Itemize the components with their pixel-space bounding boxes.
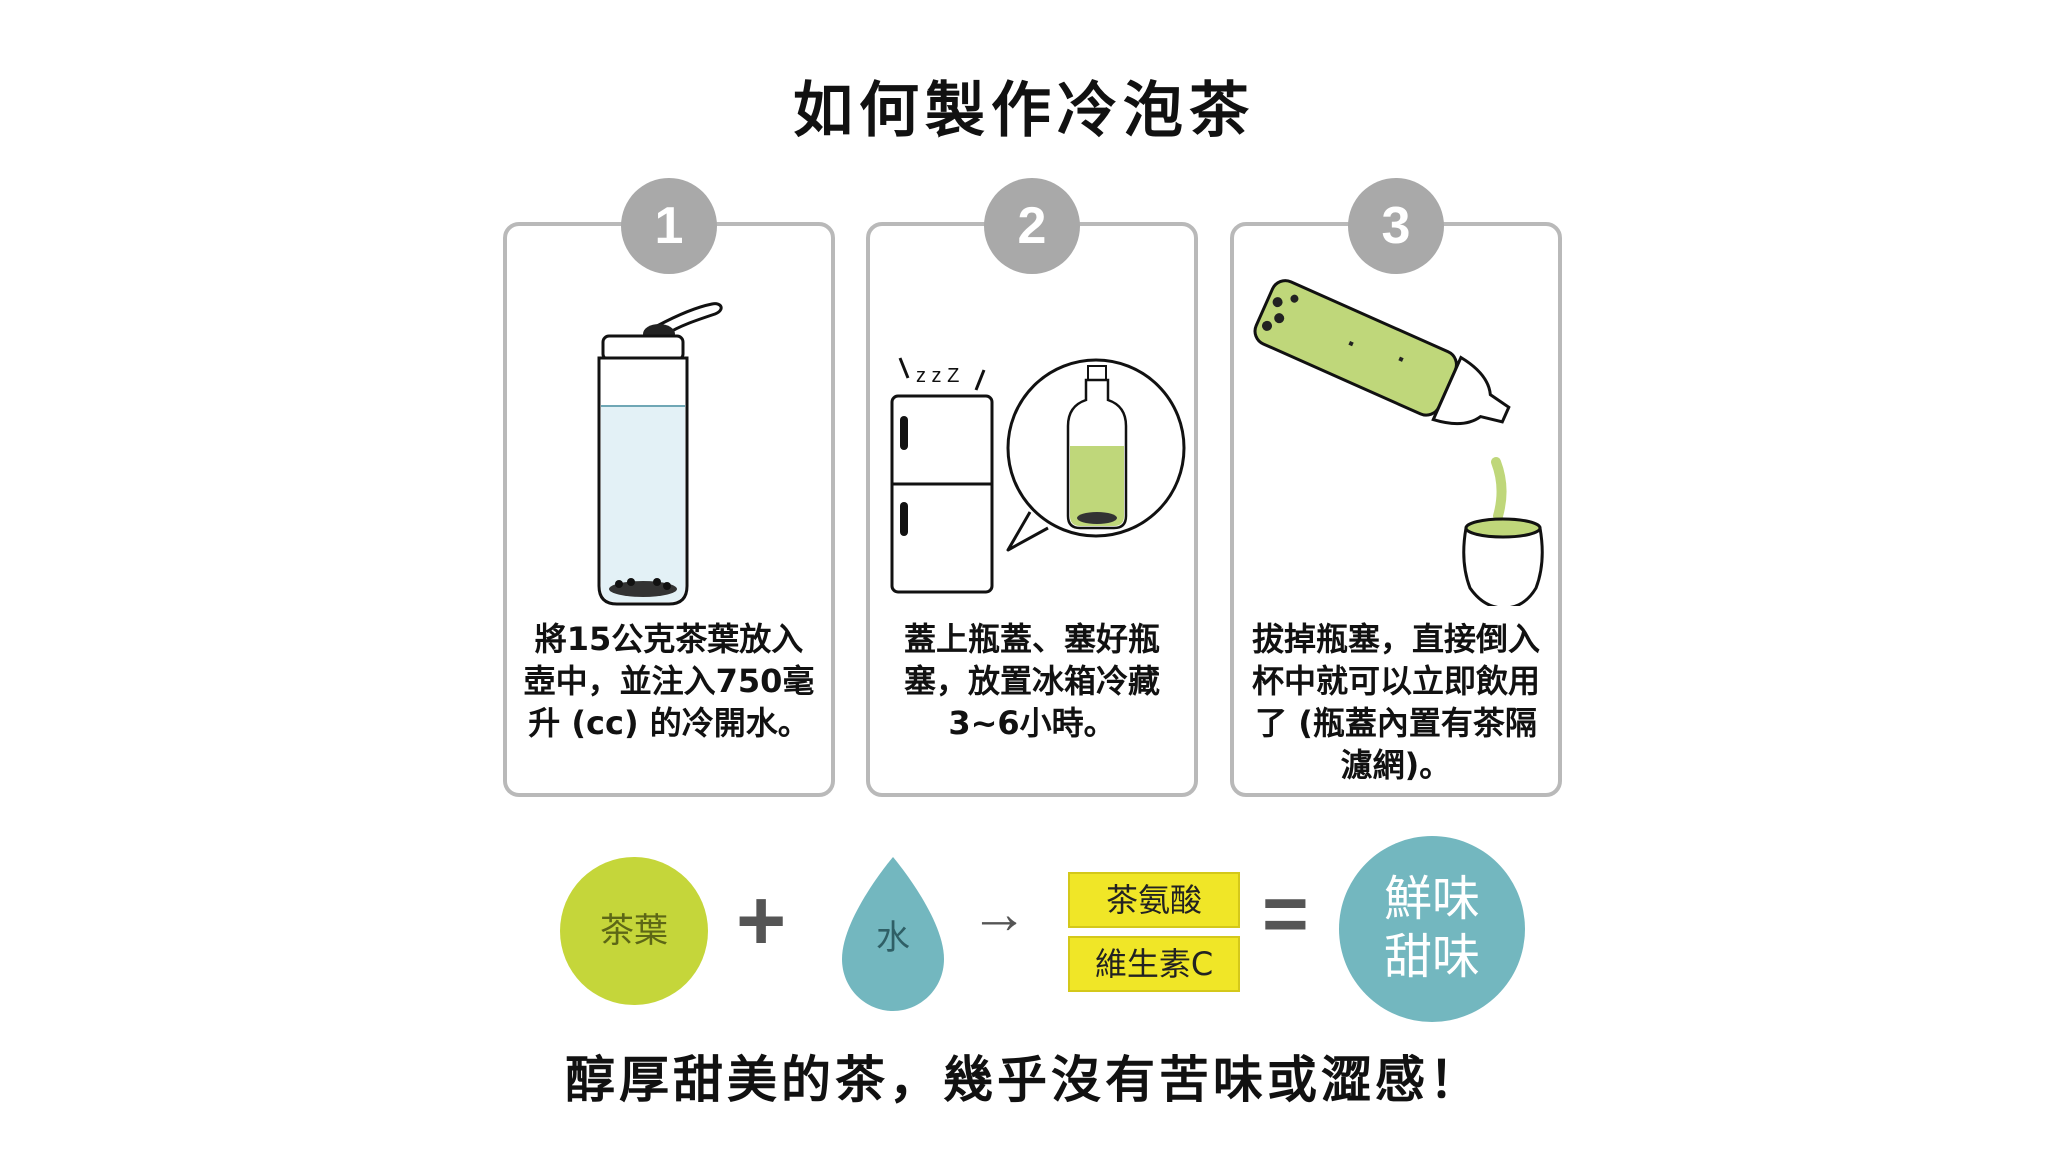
step-1-text: 將15公克茶葉放入壺中，並注入750毫升 (cc) 的冷開水。 xyxy=(523,620,815,742)
tea-bottle-icon xyxy=(1066,365,1128,530)
step-number-badge: 2 xyxy=(984,178,1080,274)
snore-text: z z Z xyxy=(916,365,959,387)
pouring-tea-illustration xyxy=(1253,279,1544,606)
step-number-badge: 3 xyxy=(1348,178,1444,274)
bottle-with-tea-leaves-illustration xyxy=(597,302,723,606)
water-label: 水 xyxy=(876,918,910,958)
bottle-neck xyxy=(601,334,685,362)
tagline: 醇厚甜美的茶，幾乎沒有苦味或澀感！ xyxy=(565,1051,1483,1109)
result-sweet: 甜味 xyxy=(1383,929,1480,985)
step-card-2: 2 z z Z 蓋上瓶蓋、塞好瓶塞，放置冰箱冷藏3~6小時。 xyxy=(866,178,1198,797)
page-title: 如何製作冷泡茶 xyxy=(793,76,1255,146)
equals-sign: = xyxy=(1262,869,1309,958)
step-card-3: 3 拔掉瓶塞，直接倒入杯中就可以立即飲用了 (瓶蓋內置有茶隔濾網)。 xyxy=(1230,178,1562,797)
fridge-icon xyxy=(890,394,994,594)
tea-leaves-circle: 茶葉 xyxy=(560,857,708,1005)
arrow-right-icon: → xyxy=(970,881,1028,946)
water-fill xyxy=(601,406,685,602)
tilted-bottle-icon xyxy=(1253,279,1511,426)
fridge-and-bottle-illustration: z z Z xyxy=(890,357,1186,594)
component-vitamin-c: 維生素C xyxy=(1068,936,1240,992)
glass-cup-icon xyxy=(1462,517,1544,606)
step-card-1: 1 將15公克茶葉放入壺中，並注入750毫升 (cc) 的冷開水。 xyxy=(503,178,835,797)
spoon-icon xyxy=(654,302,723,336)
step-number-badge: 1 xyxy=(621,178,717,274)
step-3-text: 拔掉瓶塞，直接倒入杯中就可以立即飲用了 (瓶蓋內置有茶隔濾網)。 xyxy=(1251,620,1540,784)
result-circle: 鮮味 甜味 xyxy=(1339,836,1525,1022)
step-2-text: 蓋上瓶蓋、塞好瓶塞，放置冰箱冷藏3~6小時。 xyxy=(903,620,1160,742)
component-theanine: 茶氨酸 xyxy=(1068,872,1240,928)
water-drop-icon xyxy=(842,857,944,1011)
plus-sign: + xyxy=(736,873,787,969)
result-umami: 鮮味 xyxy=(1383,871,1480,928)
